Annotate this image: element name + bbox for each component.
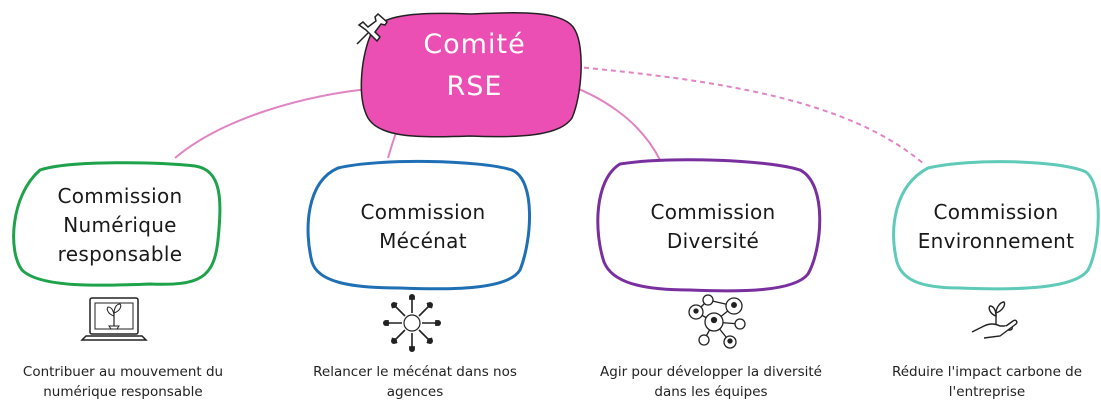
commission-environnement-line1: Commission (933, 200, 1059, 224)
hand-sprout-icon (971, 301, 1018, 339)
commission-environnement-line2: Environnement (917, 229, 1075, 253)
commission-numerique-line1: Commission (57, 184, 183, 208)
commission-mecenat: Commission Mécénat (312, 198, 534, 256)
commission-environnement: Commission Environnement (892, 198, 1100, 256)
people-network-icon (688, 294, 746, 349)
commission-numerique-line2: Numérique (63, 213, 177, 237)
caption-environnement: Réduire l'impact carbone de l'entreprise (874, 362, 1100, 403)
caption-diversite: Agir pour développer la diversité dans l… (580, 362, 842, 403)
root-node-shape (360, 12, 582, 138)
connector-numerique (174, 87, 379, 159)
commission-numerique-shape (12, 161, 222, 287)
hands-circle-icon (383, 294, 441, 352)
commission-diversite-line2: Diversité (666, 229, 760, 253)
caption-environnement-line1: Réduire l'impact carbone de (891, 364, 1083, 380)
commission-diversite-line1: Commission (650, 200, 776, 224)
pushpin-icon (356, 12, 388, 45)
caption-numerique: Contribuer au mouvement du numérique res… (8, 362, 238, 403)
root-title-line2: RSE (446, 70, 503, 102)
commission-diversite-shape (596, 158, 822, 293)
root-title-line1: Comité (423, 29, 526, 60)
caption-mecenat-line1: Relancer le mécénat dans nos (313, 364, 517, 380)
caption-mecenat: Relancer le mécénat dans nos agences (290, 362, 540, 403)
connector-environnement (565, 65, 926, 166)
caption-numerique-line1: Contribuer au mouvement du (22, 364, 224, 380)
caption-mecenat-line2: agences (386, 384, 444, 401)
commission-diversite: Commission Diversité (602, 198, 824, 256)
root-node: Comité RSE (372, 24, 577, 108)
caption-numerique-line2: numérique responsable (43, 384, 203, 401)
commission-mecenat-line1: Commission (360, 200, 486, 224)
commission-mecenat-shape (306, 159, 532, 291)
commission-environnement-shape (892, 160, 1100, 291)
commission-mecenat-line2: Mécénat (379, 229, 467, 253)
commission-numerique-line3: responsable (57, 242, 183, 266)
caption-environnement-line2: l'entreprise (948, 384, 1026, 401)
caption-diversite-line1: Agir pour développer la diversité (600, 364, 822, 380)
laptop-plant-icon (80, 297, 148, 341)
commission-numerique: Commission Numérique responsable (20, 182, 220, 269)
caption-diversite-line2: dans les équipes (654, 384, 768, 401)
